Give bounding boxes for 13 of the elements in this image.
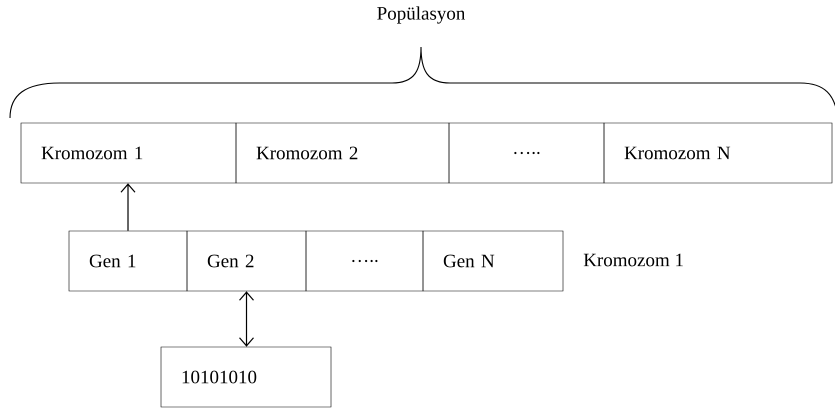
cell: ….. bbox=[448, 122, 604, 184]
arrow bbox=[239, 291, 254, 347]
cell: Gen N bbox=[422, 230, 564, 292]
cell: Kromozom 1 bbox=[20, 122, 236, 184]
cell: 10101010 bbox=[160, 346, 332, 408]
cell: Gen 1 bbox=[68, 230, 188, 292]
cell: ….. bbox=[306, 230, 424, 292]
title: Popülasyon bbox=[377, 6, 466, 24]
cell: Kromozom 2 bbox=[236, 122, 450, 184]
row-label: Kromozom 1 bbox=[584, 254, 683, 266]
cell: Kromozom N bbox=[604, 122, 832, 184]
cell: Gen 2 bbox=[186, 230, 306, 292]
arrow bbox=[120, 183, 136, 231]
